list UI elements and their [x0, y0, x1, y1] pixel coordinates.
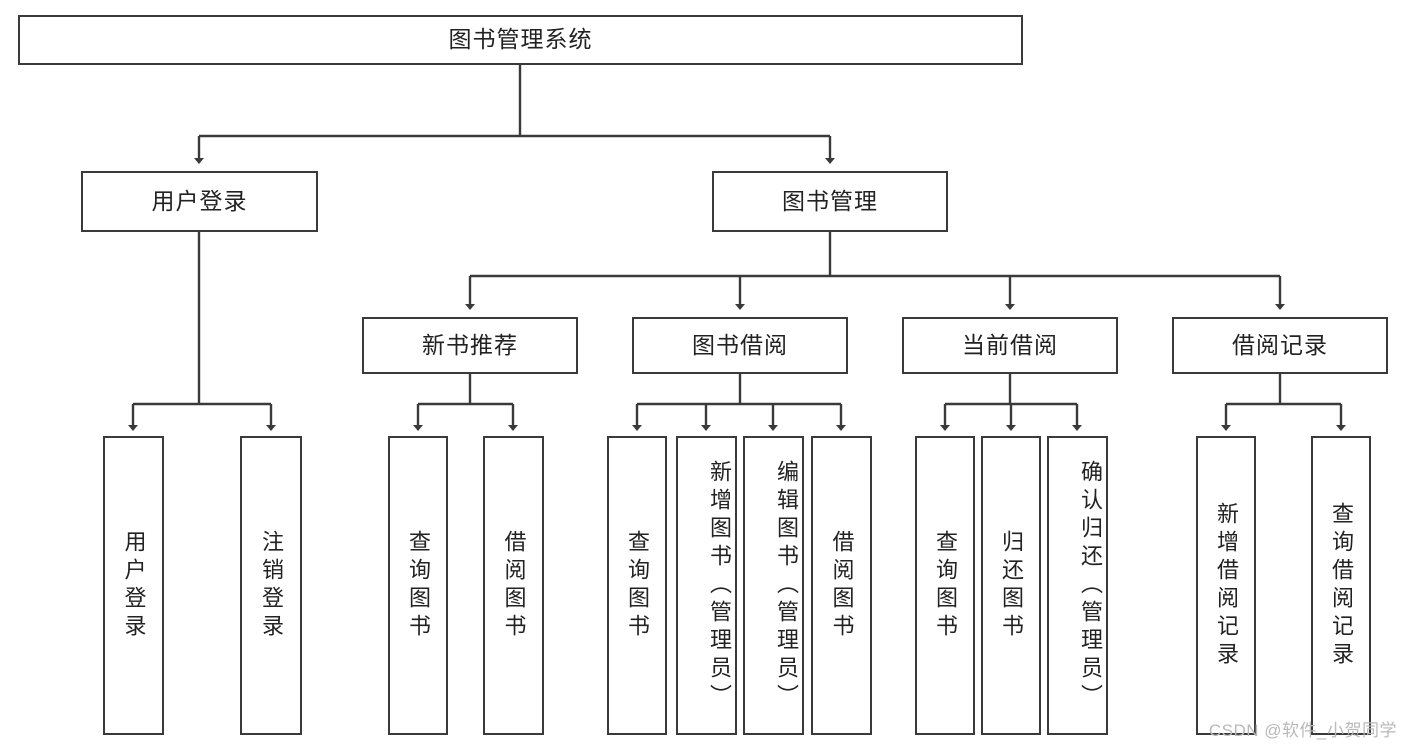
node-label: 编辑图书（管理员） [774, 459, 799, 712]
node-label: 新增图书（管理员） [707, 459, 732, 712]
node-label: 新书推荐 [422, 331, 518, 358]
root-node[interactable]: 图书管理系统 [18, 15, 1023, 65]
leaf-node-6[interactable]: 新增图书（管理员） [676, 436, 737, 735]
node-label: 查询图书 [933, 529, 958, 642]
leaf-node-12[interactable]: 新增借阅记录 [1196, 436, 1256, 735]
leaf-node-7[interactable]: 编辑图书（管理员） [743, 436, 804, 735]
node-label: 图书借阅 [692, 331, 788, 358]
leaf-node-11[interactable]: 确认归还（管理员） [1047, 436, 1108, 735]
level3-node-2[interactable]: 图书借阅 [632, 317, 848, 374]
leaf-node-2[interactable]: 注销登录 [240, 436, 302, 735]
node-label: 查询图书 [406, 529, 431, 642]
level3-node-1[interactable]: 新书推荐 [362, 317, 578, 374]
node-label: 确认归还（管理员） [1078, 459, 1103, 712]
node-label: 借阅记录 [1232, 331, 1328, 358]
leaf-node-5[interactable]: 查询图书 [607, 436, 667, 735]
node-label: 图书管理 [782, 187, 878, 214]
leaf-node-8[interactable]: 借阅图书 [811, 436, 872, 735]
leaf-node-1[interactable]: 用户登录 [103, 436, 164, 735]
level3-node-4[interactable]: 借阅记录 [1172, 317, 1388, 374]
watermark: CSDN @软件_小贺同学 [1208, 721, 1397, 740]
leaf-node-10[interactable]: 归还图书 [981, 436, 1041, 735]
leaf-node-9[interactable]: 查询图书 [915, 436, 975, 735]
node-label: 当前借阅 [962, 331, 1058, 358]
leaf-node-4[interactable]: 借阅图书 [483, 436, 544, 735]
node-label: 用户登录 [151, 187, 248, 214]
node-label: 用户登录 [121, 529, 147, 642]
leaf-node-13[interactable]: 查询借阅记录 [1311, 436, 1371, 735]
level3-node-3[interactable]: 当前借阅 [902, 317, 1118, 374]
level2-node-2[interactable]: 图书管理 [712, 171, 948, 232]
leaf-node-3[interactable]: 查询图书 [388, 436, 448, 735]
node-label: 归还图书 [999, 529, 1024, 642]
node-label: 注销登录 [259, 529, 284, 642]
node-label: 借阅图书 [501, 529, 527, 642]
node-label: 图书管理系统 [448, 26, 593, 53]
node-label: 新增借阅记录 [1214, 501, 1239, 670]
node-label: 查询借阅记录 [1329, 501, 1354, 670]
node-label: 查询图书 [625, 529, 650, 642]
level2-node-1[interactable]: 用户登录 [81, 171, 318, 232]
node-label: 借阅图书 [829, 529, 855, 642]
